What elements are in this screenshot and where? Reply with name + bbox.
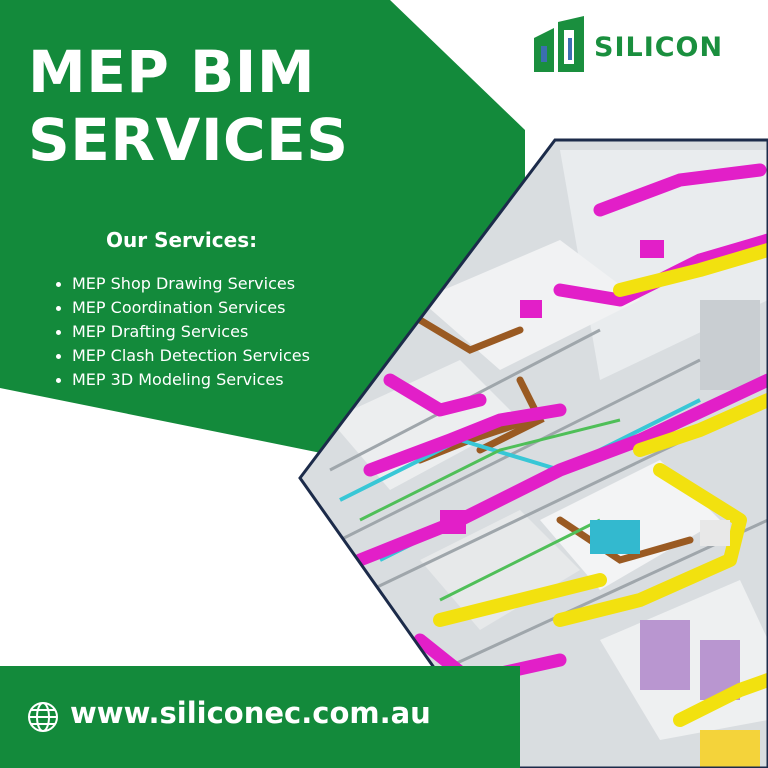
silicon-logo: SILICON bbox=[528, 12, 748, 78]
image-frame-border bbox=[298, 138, 768, 768]
headline-line-2: SERVICES bbox=[28, 106, 349, 174]
services-heading: Our Services: bbox=[106, 228, 258, 252]
page-title: MEP BIM SERVICES bbox=[28, 38, 348, 174]
list-item: MEP Shop Drawing Services bbox=[54, 272, 310, 296]
globe-icon bbox=[28, 702, 58, 732]
building-logo-icon bbox=[534, 16, 584, 72]
services-list: MEP Shop Drawing Services MEP Coordinati… bbox=[54, 272, 310, 392]
list-item: MEP Coordination Services bbox=[54, 296, 310, 320]
website-bar bbox=[0, 666, 520, 768]
brand-name: SILICON bbox=[594, 32, 724, 63]
list-item: MEP Drafting Services bbox=[54, 320, 310, 344]
headline-line-1: MEP BIM bbox=[28, 38, 316, 106]
list-item: MEP Clash Detection Services bbox=[54, 344, 310, 368]
website-link[interactable]: www.siliconec.com.au bbox=[70, 696, 431, 730]
list-item: MEP 3D Modeling Services bbox=[54, 368, 310, 392]
